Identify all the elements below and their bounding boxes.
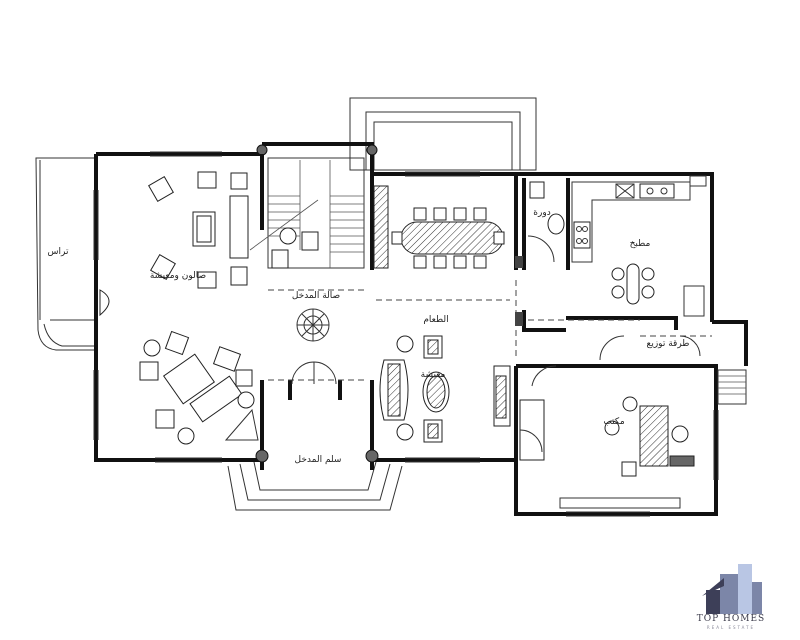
windows bbox=[93, 151, 719, 517]
dining-furniture bbox=[373, 185, 511, 443]
brand-tagline: REAL ESTATE bbox=[706, 625, 756, 630]
room-label-lounge: معيشة bbox=[421, 370, 446, 380]
staircase bbox=[249, 157, 365, 269]
room-label-kitchen: مطبخ bbox=[630, 239, 651, 249]
room-label-entrance-stairs: سلم المدخل bbox=[295, 455, 342, 465]
brand-name: TOP HOMES bbox=[696, 614, 766, 624]
corridor-details bbox=[599, 335, 747, 405]
dashed-openings bbox=[268, 280, 712, 381]
room-label-dining: الطعام bbox=[423, 315, 448, 325]
room-label-wc: دورة bbox=[533, 208, 550, 218]
building-logo-icon bbox=[702, 564, 762, 614]
exterior-walls bbox=[94, 142, 748, 516]
interior-walls bbox=[260, 154, 678, 440]
room-label-corridor: طرقة توزيع bbox=[647, 339, 690, 349]
brand-logo: TOP HOMES REAL ESTATE bbox=[672, 560, 790, 632]
living-furniture bbox=[99, 171, 259, 445]
entrance-bay bbox=[227, 461, 403, 511]
top-balcony bbox=[349, 97, 537, 171]
room-label-terrace: تراس bbox=[48, 247, 69, 257]
room-label-office: مكتب bbox=[603, 417, 625, 427]
room-label-living: صالون ومعيشة bbox=[150, 271, 206, 281]
kitchen-fixtures bbox=[571, 175, 707, 317]
terrace-area bbox=[35, 157, 97, 351]
office-furniture bbox=[519, 365, 695, 509]
wc-fixtures bbox=[527, 181, 565, 263]
room-label-entrance-hall: صالة المدخل bbox=[292, 291, 340, 301]
entrance-hall-decor bbox=[271, 227, 337, 385]
